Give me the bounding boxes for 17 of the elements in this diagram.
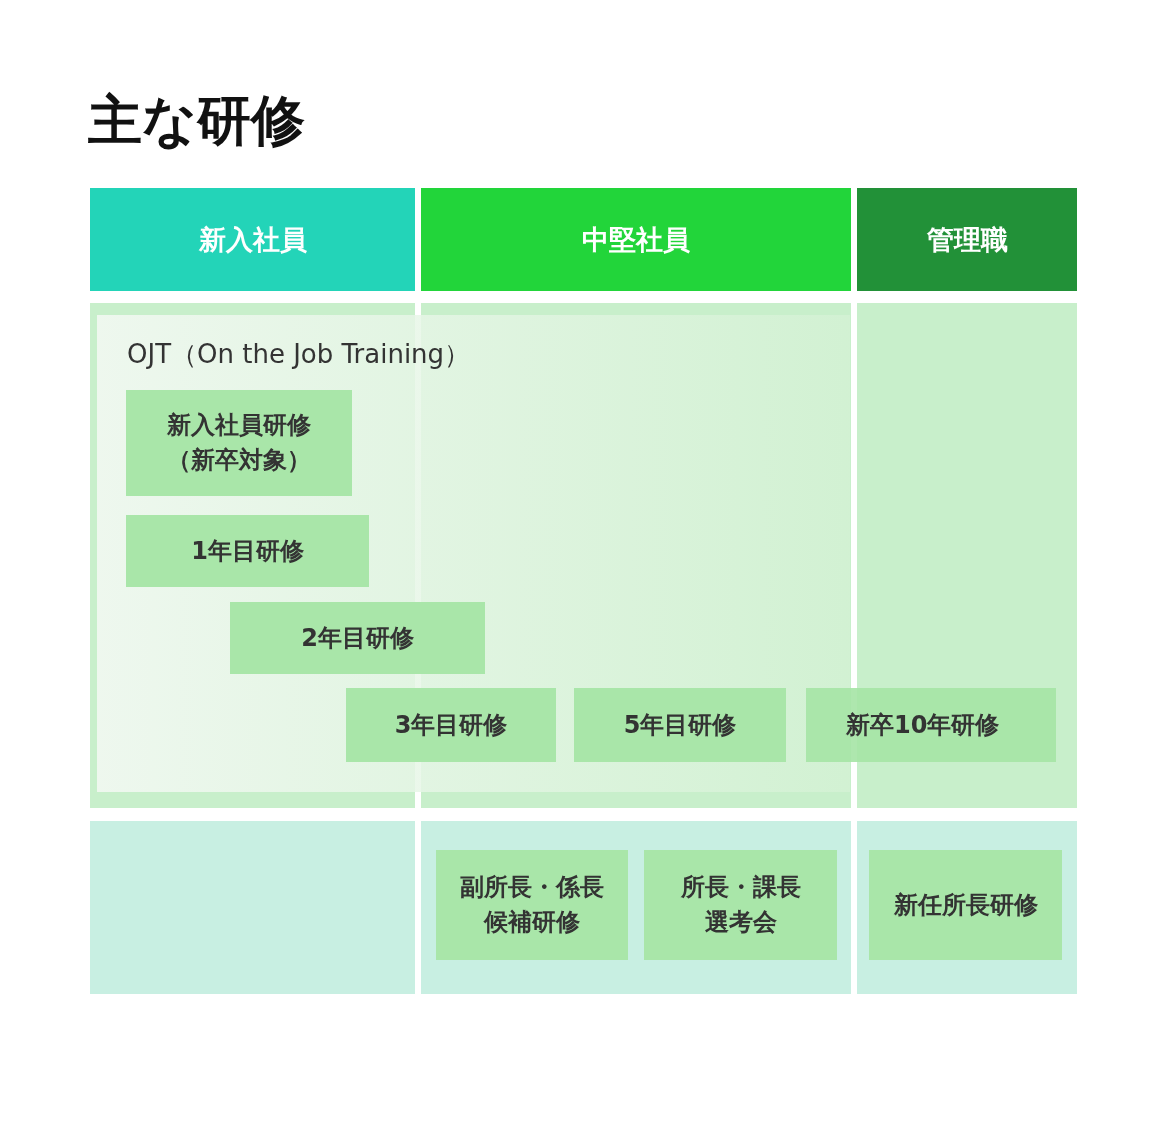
training-box: 1年目研修	[126, 515, 369, 587]
column-header: 管理職	[857, 188, 1077, 291]
column-band	[90, 821, 415, 994]
column-header: 新入社員	[90, 188, 415, 291]
training-box: 5年目研修	[574, 688, 786, 762]
training-box: 新入社員研修（新卒対象）	[126, 390, 352, 496]
training-box: 所長・課長選考会	[644, 850, 837, 960]
column-band	[421, 821, 851, 994]
page-title: 主な研修	[88, 88, 305, 154]
column-band	[857, 821, 1077, 994]
training-box: 新卒10年研修	[806, 688, 1056, 762]
training-box: 副所長・係長候補研修	[436, 850, 628, 960]
column-header: 中堅社員	[421, 188, 851, 291]
training-box: 2年目研修	[230, 602, 485, 674]
training-box: 3年目研修	[346, 688, 556, 762]
panel-heading: OJT（On the Job Training）	[127, 338, 471, 371]
training-box: 新任所長研修	[869, 850, 1062, 960]
